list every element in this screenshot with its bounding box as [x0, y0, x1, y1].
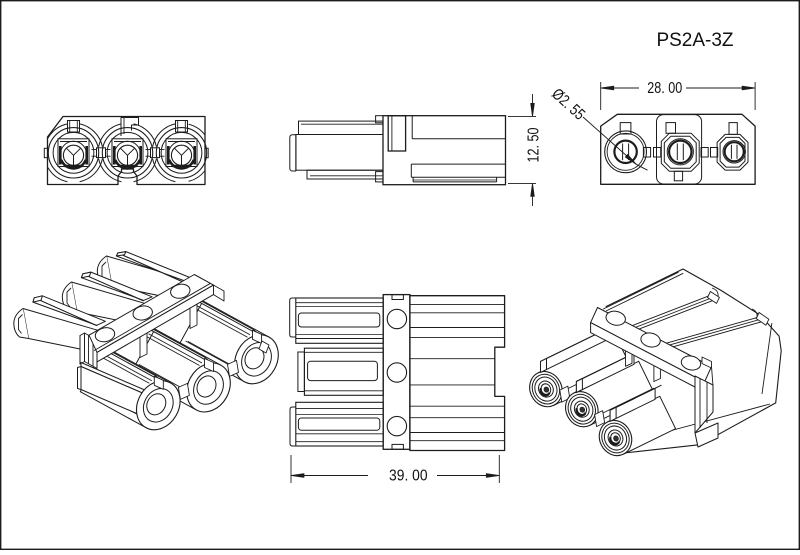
svg-text:PS2A-3Z: PS2A-3Z	[656, 30, 733, 51]
svg-text:12. 50: 12. 50	[526, 127, 543, 162]
svg-text:39. 00: 39. 00	[389, 468, 428, 485]
svg-text:28. 00: 28. 00	[647, 80, 682, 97]
